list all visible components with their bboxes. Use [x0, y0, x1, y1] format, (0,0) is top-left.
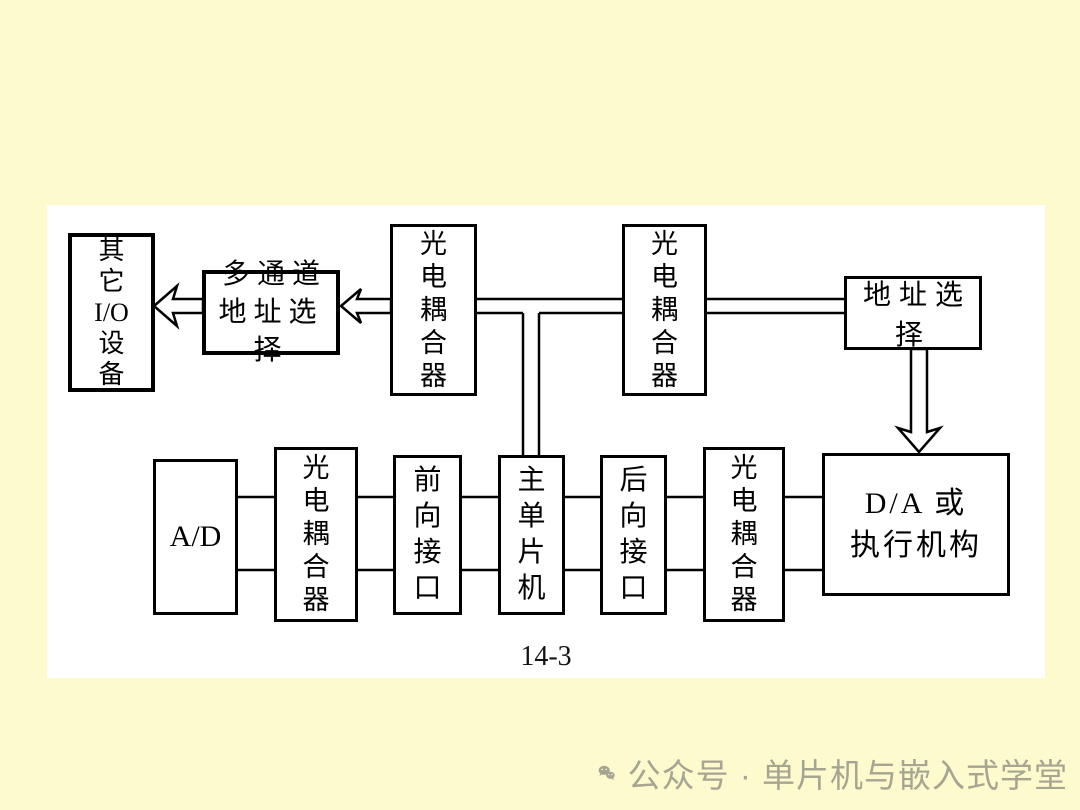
block-forward-interface: 前 向 接 口: [393, 455, 462, 615]
block-other-io-devices: 其 它 I/O 设 备: [68, 233, 155, 392]
watermark-text: 公众号 · 单片机与嵌入式学堂: [627, 757, 1068, 794]
block-ad-converter: A/D: [153, 459, 238, 615]
wechat-icon: [598, 765, 615, 781]
block-multichannel-address-select: 多通道 地址选择: [202, 259, 340, 366]
block-address-select: 地址选择: [844, 276, 982, 351]
watermark: 公众号 · 单片机与嵌入式学堂: [598, 744, 1068, 802]
block-opto-coupler-backward: 光 电 耦 合 器: [703, 447, 785, 622]
block-opto-coupler-top-right: 光 电 耦 合 器: [622, 224, 707, 396]
block-main-mcu: 主 单 片 机: [498, 455, 565, 615]
block-opto-coupler-forward: 光 电 耦 合 器: [274, 447, 358, 622]
figure-caption: 14-3: [520, 641, 572, 672]
block-opto-coupler-top-left: 光 电 耦 合 器: [390, 224, 477, 396]
block-da-or-actuator: D/A 或 执行机构: [822, 453, 1010, 596]
block-backward-interface: 后 向 接 口: [600, 455, 667, 615]
